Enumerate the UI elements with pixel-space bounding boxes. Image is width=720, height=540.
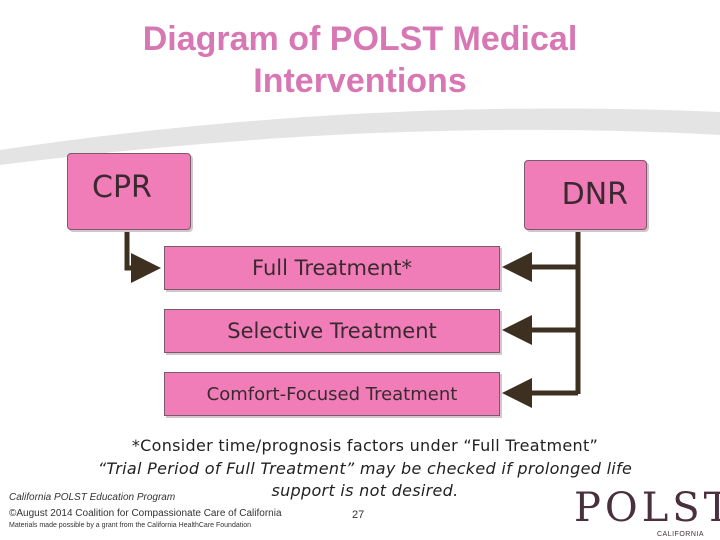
comfort-focused-label: Comfort-Focused Treatment xyxy=(206,383,458,405)
note-line-1: *Consider time/prognosis factors under “… xyxy=(131,436,599,455)
page-number: 27 xyxy=(352,509,365,521)
dnr-connector xyxy=(502,228,581,408)
polst-logo: POLST CALIFORNIA xyxy=(574,485,720,538)
note-line-2: “Trial Period of Full Treatment” may be … xyxy=(97,459,633,478)
full-treatment-label: Full Treatment* xyxy=(252,256,412,280)
dnr-box: DNR xyxy=(524,160,647,230)
cpr-label: CPR xyxy=(92,170,152,205)
logo-text: POLST xyxy=(574,485,720,531)
footer-program: California POLST Education Program xyxy=(9,492,176,503)
cpr-box: CPR xyxy=(67,153,191,230)
selective-treatment-label: Selective Treatment xyxy=(227,319,437,343)
footer-copyright: ©August 2014 Coalition for Compassionate… xyxy=(9,508,282,519)
logo-subtext: CALIFORNIA xyxy=(657,531,705,538)
footer-grant: Materials made possible by a grant from … xyxy=(9,522,252,529)
page-title: Diagram of POLST Medical Interventions xyxy=(142,20,578,100)
dnr-label: DNR xyxy=(561,177,628,212)
comfort-focused-box: Comfort-Focused Treatment xyxy=(164,372,500,416)
note-line-3: support is not desired. xyxy=(271,481,459,500)
full-treatment-box: Full Treatment* xyxy=(164,246,500,290)
selective-treatment-box: Selective Treatment xyxy=(164,309,500,353)
cpr-connector xyxy=(124,228,161,283)
